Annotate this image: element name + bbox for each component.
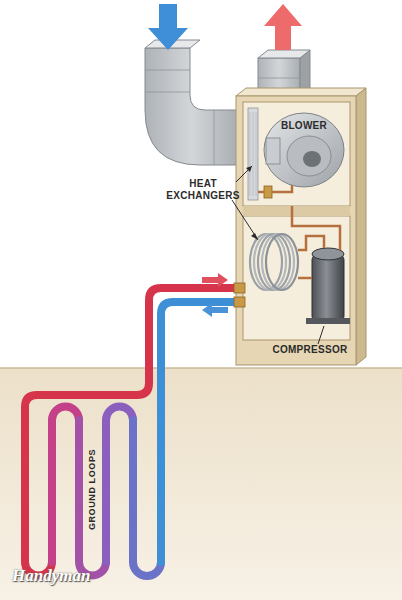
intake-duct — [145, 40, 238, 165]
duct-opening — [258, 50, 310, 58]
copper-pipe — [292, 206, 340, 250]
part-label: GROUND LOOPS — [87, 430, 98, 550]
leader-line — [236, 166, 252, 182]
ground — [0, 368, 402, 600]
duct-seam — [145, 70, 190, 71]
copper-pipe — [298, 236, 324, 278]
return-air-arrow — [148, 4, 188, 50]
duct-body — [145, 48, 238, 165]
part-label: COMPRESSOR — [268, 344, 352, 356]
heat-pump-cabinet — [236, 88, 366, 365]
pipe-connector — [234, 283, 245, 293]
watermark: Handyman — [12, 566, 132, 586]
blower-wheel — [287, 136, 331, 176]
compressor-base — [306, 318, 350, 324]
loop-pipe — [133, 420, 161, 576]
blower-symbol — [264, 113, 344, 187]
duct-seam — [145, 92, 190, 93]
air-coil — [248, 108, 258, 200]
upper-compartment — [243, 102, 350, 206]
ground-line — [0, 367, 402, 369]
loop-pipe — [79, 420, 106, 576]
cold-pipe — [161, 302, 238, 562]
cabinet-front — [236, 96, 356, 365]
cabinet-side — [356, 88, 366, 365]
pipe-connector — [234, 297, 245, 307]
cabinet-divider — [243, 206, 350, 216]
leader-line — [318, 326, 324, 344]
leader-head — [246, 166, 252, 172]
hot-pipe — [25, 288, 238, 576]
loop-pipe — [52, 407, 79, 563]
flow-arrow — [202, 303, 228, 317]
cabinet-top — [236, 88, 366, 96]
blower-outlet — [266, 138, 280, 164]
supply-air-arrow — [264, 4, 302, 50]
compressor-body — [312, 254, 344, 322]
blower-housing — [264, 113, 344, 187]
coil-fin — [250, 112, 251, 196]
leader-head — [251, 233, 258, 240]
part-label: HEAT EXCHANGERS — [166, 178, 240, 202]
ground-loop-pipe — [25, 288, 238, 576]
compressor-symbol — [306, 248, 350, 324]
water-coil — [250, 234, 298, 290]
duct-seam — [214, 110, 215, 165]
coil-fin — [253, 112, 254, 196]
coil-turn — [266, 234, 298, 290]
blower-motor — [303, 151, 321, 167]
expansion-valve — [264, 186, 272, 198]
loop-pipe — [106, 407, 133, 562]
flow-arrow — [202, 273, 228, 287]
lower-compartment — [243, 216, 350, 340]
coil-fin — [256, 112, 257, 196]
leader-line — [232, 200, 258, 240]
duct-seam — [258, 78, 300, 79]
part-label: BLOWER — [272, 120, 336, 132]
copper-pipe — [258, 184, 292, 192]
